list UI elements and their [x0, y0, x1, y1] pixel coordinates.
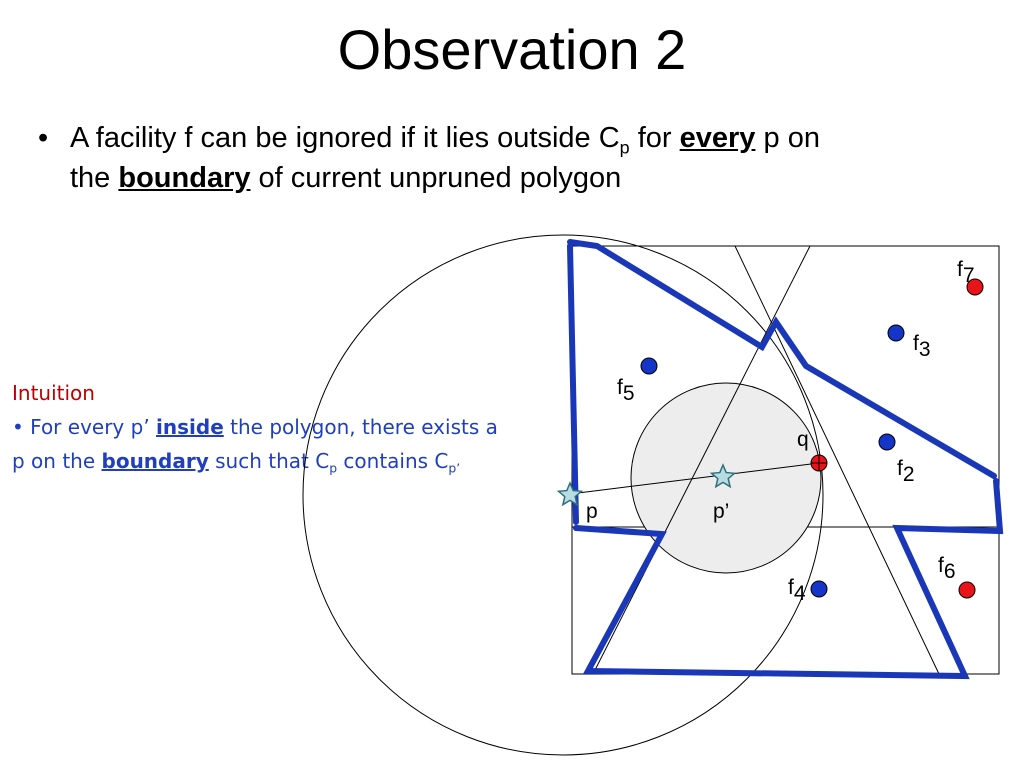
label-pprime: p’ [713, 500, 729, 523]
facility-f2-blue [878, 433, 896, 451]
label-f2: f2 [897, 457, 915, 486]
label-f7: f7 [957, 258, 975, 287]
label-f5: f5 [617, 376, 635, 405]
facility-f6-red [958, 581, 976, 599]
facility-f4-blue [810, 580, 828, 598]
label-f3: f3 [913, 332, 931, 361]
bullet-text-part1: A facility f can be ignored if it lies o… [70, 122, 620, 154]
segment-p-q [569, 462, 820, 495]
intuition-text-2c: contains C [337, 449, 449, 473]
emphasis-boundary: boundary [118, 162, 251, 194]
emphasis-inside: inside [156, 415, 224, 439]
bullet-text-part3: p on [755, 122, 820, 154]
bisector-line-1 [734, 245, 940, 675]
bullet-text: A facility f can be ignored if it lies o… [70, 118, 820, 198]
intuition-text-1a: For every p’ [23, 415, 157, 439]
label-f4: f4 [788, 576, 806, 605]
bullet-text-part2: for [629, 122, 680, 154]
intuition-text-2b: such that C [208, 449, 330, 473]
intuition-sub-pprime: p’ [448, 460, 461, 476]
facility-f5-blue [640, 357, 658, 375]
bullet-text-part4: the [70, 162, 119, 194]
intuition-bullet: • [12, 415, 24, 439]
bullet-sub-p: p [619, 137, 630, 158]
intuition-line-1: • For every p’ inside the polygon, there… [12, 410, 572, 444]
intuition-text-2a: p on the [12, 449, 102, 473]
intuition-note: Intuition • For every p’ inside the poly… [12, 376, 572, 478]
polygon-edge-left [567, 243, 579, 525]
bullet-marker: • [38, 122, 49, 154]
large-circle-cp [302, 234, 824, 756]
facility-f7-red [966, 278, 984, 296]
polygon-edge-top [567, 239, 997, 479]
unpruned-polygon [567, 239, 1004, 680]
label-p: p [586, 500, 598, 523]
polygon-edge-bottom [573, 478, 1004, 680]
bisector-line-2 [592, 245, 811, 675]
label-f6: f6 [938, 554, 956, 583]
point-q [810, 454, 828, 472]
label-q: q [797, 428, 809, 451]
star-pprime-icon [709, 463, 737, 489]
intuition-line-2: p on the boundary such that Cp contains … [12, 444, 572, 478]
star-p-icon [556, 481, 584, 507]
bullet-text-part5: of current unpruned polygon [250, 162, 622, 194]
slide-title: Observation 2 [337, 18, 687, 81]
intuition-text-1b: the polygon, there exists a [223, 415, 498, 439]
emphasis-boundary-2: boundary [101, 449, 209, 473]
emphasis-every: every [679, 122, 756, 154]
intuition-heading: Intuition [12, 381, 95, 405]
intuition-sub-p: p [329, 460, 338, 476]
facility-f3-blue [887, 324, 905, 342]
